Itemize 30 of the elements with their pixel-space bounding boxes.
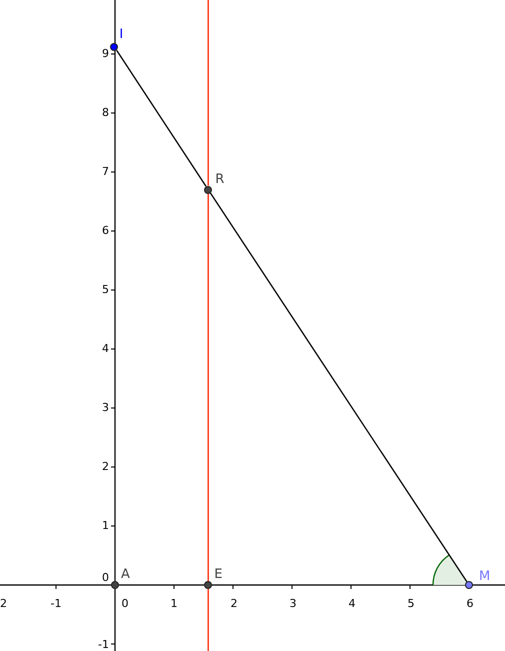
tick-label: 1 [102,520,109,532]
tick-label: 5 [408,598,414,610]
tick-label: -1 [50,598,62,610]
tick-label: 7 [102,166,109,178]
tick-label: 2 [0,598,7,610]
line-segment [116,50,207,187]
tick-label: 0 [102,572,109,584]
point-label: M [479,570,490,583]
tick-label: 3 [290,598,296,610]
tick-label: 5 [102,284,109,296]
tick-label: 4 [102,343,109,355]
vertical-line [208,589,209,651]
line-segment [210,192,468,582]
tick-label: 9 [102,48,109,60]
tick-label: 2 [102,461,109,473]
vertical-line [208,0,209,186]
tick-label: 6 [102,225,109,237]
tick-label: 2 [230,598,238,610]
point-label: A [121,568,130,581]
tick-label: 8 [102,107,109,119]
tick-label: -1 [98,639,109,651]
point-label: I [119,28,124,41]
tick-label: 4 [348,598,356,610]
tick-label: 3 [102,402,109,414]
point-label: R [215,172,224,186]
point-label: E [214,568,222,581]
tick-label: 0 [122,598,128,610]
tick-label: 6 [466,598,474,610]
tick-label: 1 [170,598,178,610]
vertical-line [208,194,209,581]
